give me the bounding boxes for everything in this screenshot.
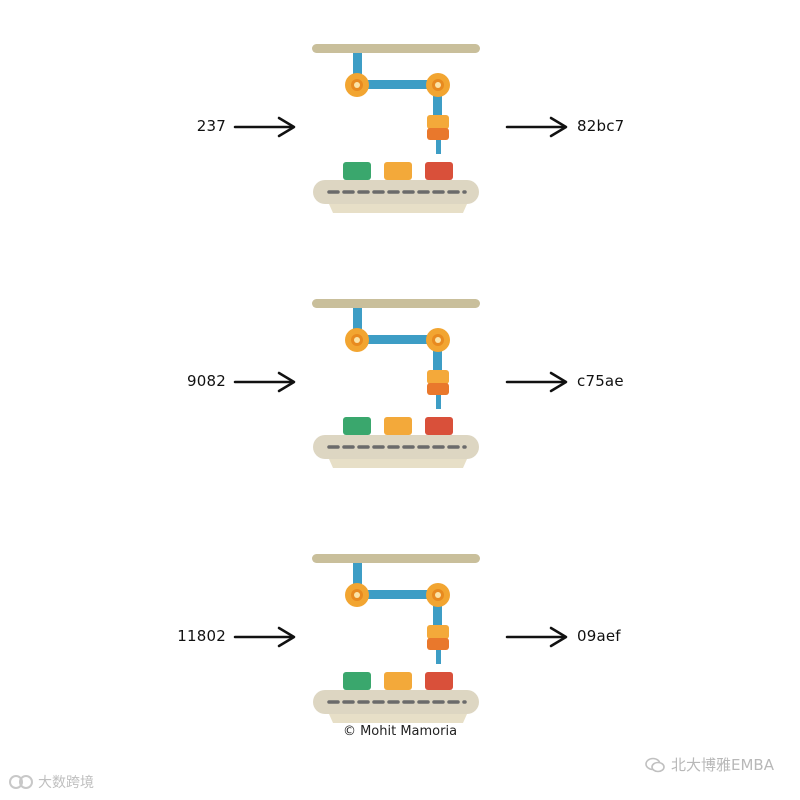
watermark-right: 北大博雅EMBA — [645, 754, 774, 775]
arrow-right-icon — [505, 115, 571, 139]
input-value: 237 — [0, 117, 226, 135]
input-value: 9082 — [0, 372, 226, 390]
watermark-right-text: 北大博雅EMBA — [671, 754, 774, 775]
hashing-machine-icon — [305, 545, 485, 725]
hashing-machine-icon — [305, 35, 485, 215]
arrow-right-icon — [233, 115, 299, 139]
input-value: 11802 — [0, 627, 226, 645]
image-credit: © Mohit Mamoria — [0, 724, 800, 739]
hash-output: c75ae — [577, 372, 624, 390]
hashing-machine-icon — [305, 290, 485, 470]
hash-output: 09aef — [577, 627, 621, 645]
brand-logo-icon — [8, 774, 34, 790]
arrow-right-icon — [505, 625, 571, 649]
watermark-left-text: 大数跨境 — [38, 772, 94, 792]
hash-stage-1: 237 82bc7 — [0, 35, 800, 235]
arrow-right-icon — [233, 370, 299, 394]
arrow-right-icon — [233, 625, 299, 649]
hash-stage-3: 11802 09aef — [0, 545, 800, 745]
hash-output: 82bc7 — [577, 117, 624, 135]
wechat-icon — [645, 757, 665, 773]
arrow-right-icon — [505, 370, 571, 394]
watermark-left: 大数跨境 — [8, 772, 94, 792]
hash-stage-2: 9082 c75ae — [0, 290, 800, 490]
